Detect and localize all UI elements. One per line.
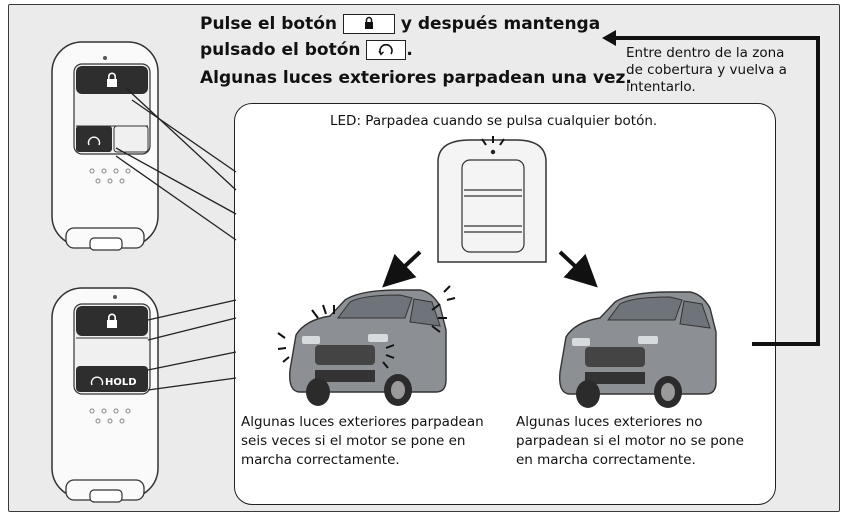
retry-loop-arrow (602, 30, 820, 346)
key-fob-bottom: HOLD (51, 287, 159, 503)
lock-icon (364, 16, 373, 29)
remote-start-icon (90, 376, 104, 386)
hold-label: HOLD (105, 377, 137, 388)
car-flashing-lights (277, 285, 456, 406)
retry-note: Entre dentro de la zona de cobertura y v… (626, 45, 787, 95)
key-fob-led-view (437, 136, 547, 263)
key-fob-top (51, 41, 159, 251)
instruction-line-2: pulsado el botón . (200, 40, 413, 60)
lock-icon (107, 313, 117, 328)
instruction-line-3: Algunas luces exteriores parpadean una v… (200, 68, 632, 88)
car-no-flash (559, 291, 717, 408)
remote-start-icon (378, 43, 394, 56)
remote-start-icon (87, 136, 101, 146)
left-caption: Algunas luces exteriores parpadean seis … (241, 414, 484, 468)
remote-start-button-glyph (366, 40, 407, 60)
lock-button-glyph (342, 14, 395, 34)
outcome-arrows (382, 250, 598, 288)
right-caption: Algunas luces exteriores no parpadean si… (516, 414, 744, 468)
instruction-line-1: Pulse el botón y después mantenga (200, 14, 601, 34)
led-note: LED: Parpadea cuando se pulsa cualquier … (330, 113, 658, 129)
lock-icon (107, 72, 117, 87)
